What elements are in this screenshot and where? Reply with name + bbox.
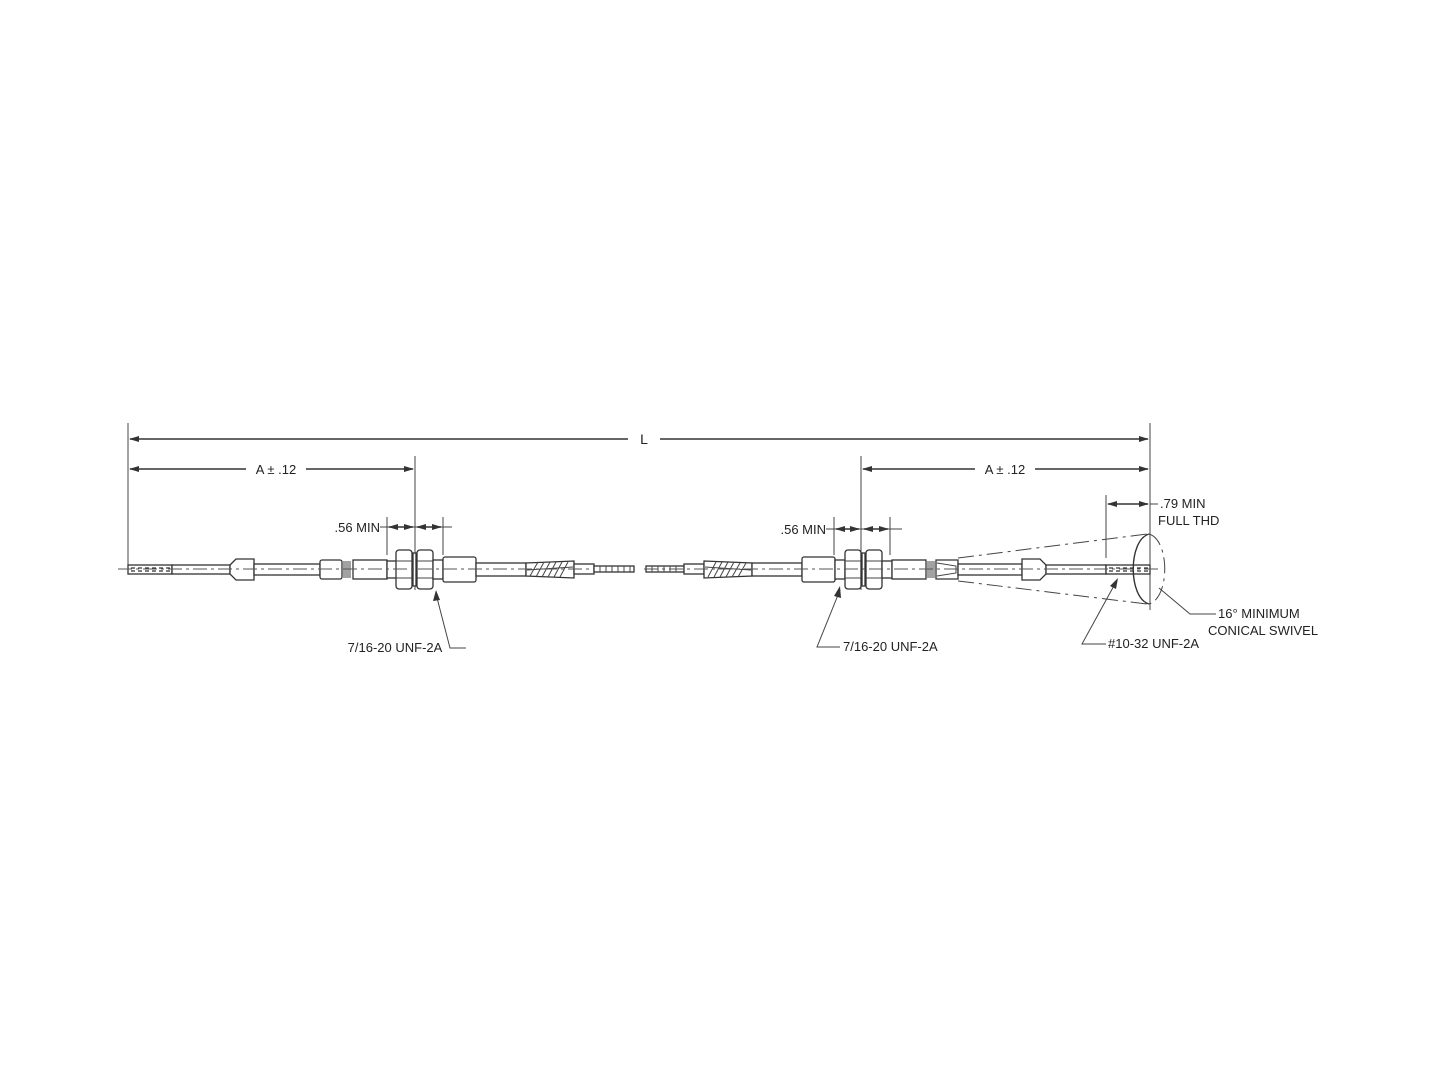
right-thread-leader	[816, 589, 841, 648]
swivel-cone-lower	[957, 580, 1148, 605]
left-min-label: .56 MIN	[334, 520, 380, 535]
right-thread-callout: 7/16-20 UNF-2A	[816, 586, 938, 654]
rod-end-thread-label: #10-32 UNF-2A	[1108, 636, 1199, 651]
rod-end-thread-callout: #10-32 UNF-2A	[1081, 578, 1199, 651]
left-thread-arrowhead	[433, 590, 440, 601]
conical-swivel-callout: 16° MINIMUM CONICAL SWIVEL	[1158, 587, 1318, 638]
swivel-label-line2: CONICAL SWIVEL	[1208, 623, 1318, 638]
full-thread-label-line2: FULL THD	[1158, 513, 1219, 528]
left-thread-label: 7/16-20 UNF-2A	[348, 640, 443, 655]
right-thread-arrowhead	[834, 586, 841, 598]
left-a-dimension: A ± .12	[129, 456, 416, 590]
left-thread-leader	[435, 593, 466, 649]
left-056-min-dimension: .56 MIN	[334, 517, 452, 555]
full-thread-label-line1: .79 MIN	[1160, 496, 1206, 511]
right-a-label: A ± .12	[985, 462, 1025, 477]
rod-end-thread-leader	[1081, 581, 1117, 645]
swivel-ellipse-left	[1132, 533, 1150, 605]
left-cable-end	[118, 549, 635, 590]
right-a-dimension: A ± .12	[860, 456, 1149, 590]
swivel-leader	[1158, 587, 1216, 615]
left-a-label: A ± .12	[256, 462, 296, 477]
left-rod-collar	[229, 558, 255, 581]
overall-length-label: L	[640, 431, 648, 447]
left-thread-callout: 7/16-20 UNF-2A	[348, 590, 466, 655]
full-thread-dimension: .79 MIN FULL THD	[1105, 495, 1219, 558]
overall-length-dimension: L	[127, 423, 1151, 610]
right-thread-label: 7/16-20 UNF-2A	[843, 639, 938, 654]
rod-end-thread-arrowhead	[1110, 578, 1118, 589]
right-cable-end	[644, 533, 1166, 605]
swivel-cone-upper	[957, 533, 1148, 559]
swivel-ellipse-right	[1148, 533, 1166, 605]
right-min-label: .56 MIN	[780, 522, 826, 537]
right-056-min-dimension: .56 MIN	[780, 517, 902, 555]
left-core-strands	[599, 566, 631, 572]
swivel-label-line1: 16° MINIMUM	[1218, 606, 1300, 621]
